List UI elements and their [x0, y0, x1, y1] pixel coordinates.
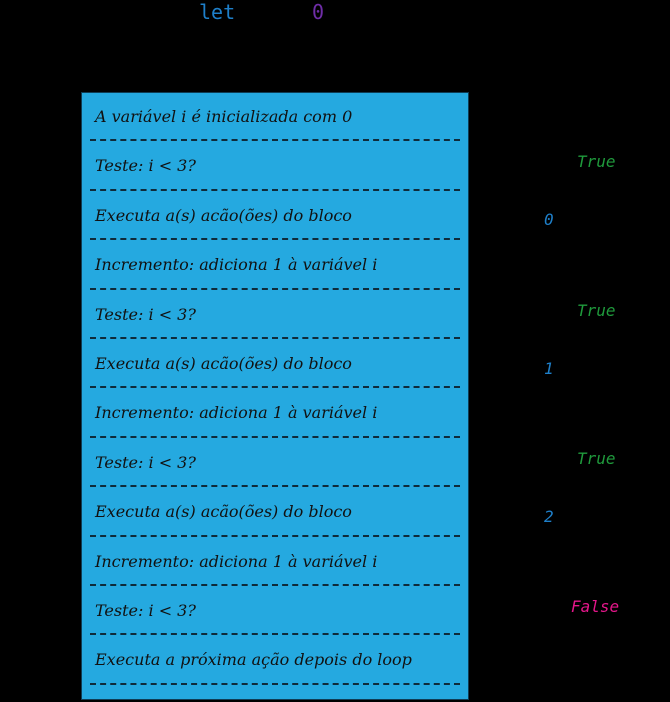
step-row: Teste: i < 3?: [82, 291, 468, 340]
step-row: Incremento: adiciona 1 à variável i: [82, 538, 468, 587]
step-row: Executa a(s) acão(ões) do bloco: [82, 488, 468, 537]
divider: [90, 336, 460, 339]
test-result-true: True: [577, 449, 616, 468]
step-row: Executa a(s) acão(ões) do bloco: [82, 192, 468, 241]
i-value: 0: [544, 210, 554, 229]
step-row: Incremento: adiciona 1 à variável i: [82, 389, 468, 438]
step-row: Incremento: adiciona 1 à variável i: [82, 241, 468, 290]
step-label: Executa a(s) acão(ões) do bloco: [95, 205, 352, 225]
step-label: Incremento: adiciona 1 à variável i: [95, 551, 378, 571]
step-label: A variável i é inicializada com 0: [95, 107, 353, 126]
step-label: Teste: i < 3?: [95, 304, 196, 324]
divider: [90, 386, 460, 389]
let-keyword: let: [199, 0, 236, 24]
test-result-true: True: [577, 152, 616, 171]
i-value: 1: [544, 359, 554, 378]
step-label: Incremento: adiciona 1 à variável i: [95, 255, 378, 275]
loop-steps-box: A variável i é inicializada com 0 Teste:…: [81, 92, 469, 700]
step-label: Executa a próxima ação depois do loop: [95, 650, 412, 670]
step-label: Executa a(s) acão(ões) do bloco: [95, 354, 352, 373]
step-row: Executa a próxima ação depois do loop: [82, 636, 468, 685]
step-row: Executa a(s) acão(ões) do bloco: [82, 340, 468, 389]
divider: [90, 435, 460, 438]
step-label: Incremento: adiciona 1 à variável i: [95, 403, 378, 423]
step-label: Executa a(s) acão(ões) do bloco: [95, 502, 352, 522]
i-value: 2: [544, 507, 554, 526]
step-label: Teste: i < 3?: [95, 601, 196, 620]
initial-value: 0: [312, 0, 325, 24]
divider: [90, 139, 460, 142]
divider: [90, 633, 460, 636]
divider: [90, 583, 460, 586]
test-result-true: True: [577, 301, 616, 320]
step-row: A variável i é inicializada com 0: [82, 93, 468, 142]
step-label: Teste: i < 3?: [95, 452, 196, 472]
divider: [90, 188, 460, 191]
divider: [90, 682, 460, 685]
divider: [90, 485, 460, 488]
step-row: Teste: i < 3?: [82, 142, 468, 191]
step-row: Teste: i < 3?: [82, 587, 468, 636]
step-row: Teste: i < 3?: [82, 439, 468, 488]
divider: [90, 287, 460, 290]
test-result-false: False: [571, 597, 620, 616]
divider: [90, 238, 460, 241]
divider: [90, 534, 460, 537]
step-label: Teste: i < 3?: [95, 156, 196, 176]
